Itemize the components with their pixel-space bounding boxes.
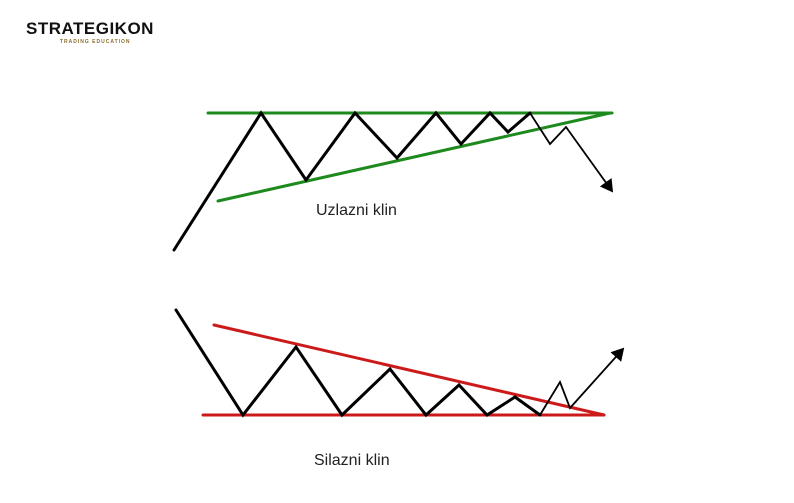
rising-wedge-price-path (172, 110, 532, 252)
brand-logo: STRATEGIKON TRADING EDUCATION (26, 19, 176, 45)
falling-wedge-breakout-arrow (539, 347, 625, 416)
brand-tagline: TRADING EDUCATION (60, 39, 131, 45)
rising-wedge-support-line (216, 111, 612, 203)
falling-wedge-resistance-line (212, 323, 606, 417)
brand-name: STRATEGIKON (26, 19, 154, 38)
rising-wedge-label: Uzlazni klin (316, 202, 397, 219)
falling-wedge-price-path (174, 308, 542, 418)
falling-wedge (174, 308, 625, 418)
rising-wedge (172, 110, 614, 252)
falling-wedge-label: Silazni klin (314, 452, 390, 469)
rising-wedge-breakdown-arrow (529, 112, 614, 193)
